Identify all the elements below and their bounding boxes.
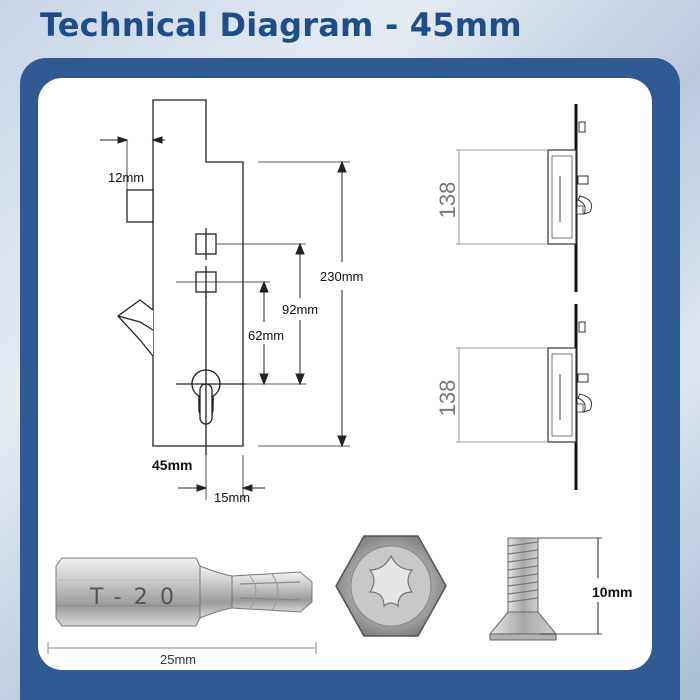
dim-230mm-label: 230mm (320, 269, 363, 284)
dim-15mm-label: 15mm (214, 490, 250, 505)
side-view-bottom (456, 304, 593, 490)
bit-length-label: 25mm (160, 652, 196, 667)
dim-12mm-label: 12mm (108, 170, 144, 185)
dim-62mm-label: 62mm (248, 328, 284, 343)
dim-92mm-label: 92mm (282, 302, 318, 317)
side-view-top (456, 104, 593, 292)
lock-body-drawing (117, 99, 245, 455)
screw-length-label: 10mm (592, 584, 632, 600)
page-title: Technical Diagram - 45mm (40, 6, 522, 44)
screw-image (488, 537, 602, 641)
side-view-bottom-138-label: 138 (435, 380, 460, 417)
hex-end-view-image (335, 535, 447, 637)
lock-dimension-lines (100, 136, 350, 500)
torx-bit-image (47, 557, 317, 654)
dim-45mm-label: 45mm (152, 457, 192, 473)
side-view-top-138-label: 138 (435, 182, 460, 219)
